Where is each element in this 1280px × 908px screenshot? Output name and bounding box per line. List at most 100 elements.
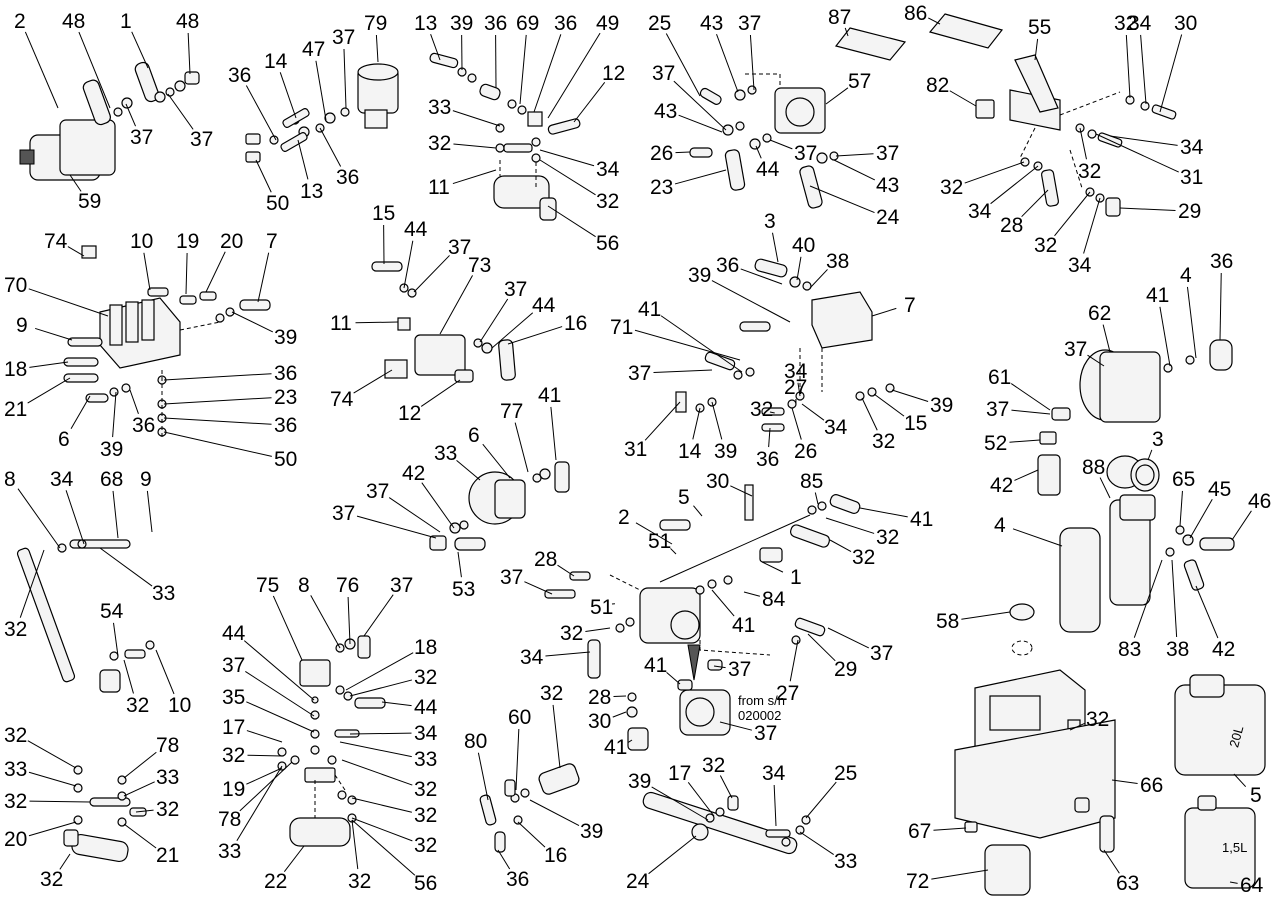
part-number-label: 32	[560, 622, 583, 645]
part-number-label: 20	[220, 230, 243, 253]
part-number-label: 33	[834, 850, 857, 873]
leader-line	[1079, 127, 1087, 160]
part-number-label: 30	[1174, 12, 1197, 35]
leader-line	[1099, 477, 1111, 499]
part-number-label: 37	[366, 480, 389, 503]
part-number-label: 3	[764, 210, 776, 233]
leader-line	[827, 627, 870, 649]
leader-line	[807, 633, 836, 662]
part-number-label: 43	[654, 100, 677, 123]
leader-line	[351, 817, 413, 842]
leader-line	[796, 256, 802, 281]
part-number-label: 41	[538, 384, 561, 407]
part-number-label: 39	[580, 820, 603, 843]
leader-line	[420, 379, 461, 407]
leader-line	[205, 251, 226, 293]
part-number-label: 44	[404, 218, 428, 241]
part-number-label: 13	[414, 12, 437, 35]
part-number-label: 60	[508, 706, 531, 729]
part-number-label: 36	[274, 414, 297, 437]
part-number-label: 33	[4, 758, 27, 781]
part-number-label: 32	[940, 176, 963, 199]
part-number-label: 1	[120, 10, 132, 33]
leader-line	[185, 252, 188, 295]
leader-line	[131, 31, 149, 69]
leader-line	[70, 395, 91, 430]
leader-line	[349, 732, 412, 735]
leader-line	[547, 205, 596, 238]
part-number-label: 36	[228, 64, 251, 87]
part-number-label: 42	[1212, 638, 1235, 661]
part-number-label: 36	[336, 166, 359, 189]
leader-line	[809, 269, 828, 289]
part-number-label: 75	[256, 574, 279, 597]
leader-line	[670, 548, 677, 555]
part-number-label: 32	[414, 804, 437, 827]
leader-line	[297, 139, 309, 180]
part-number-label: 41	[644, 654, 667, 677]
leader-line	[1189, 499, 1213, 539]
part-oil-tank-63	[954, 603, 1116, 896]
part-number-label: 38	[1166, 638, 1189, 661]
part-number-label: 27	[784, 376, 807, 399]
part-number-label: 39	[100, 438, 123, 461]
leader-line	[545, 651, 591, 657]
part-number-label: 16	[544, 844, 567, 867]
part-number-label: 34	[784, 360, 808, 383]
leader-line	[644, 401, 681, 441]
part-number-label: 37	[332, 26, 355, 49]
leader-line	[163, 397, 272, 405]
part-number-label: 37	[332, 502, 355, 525]
leader-line	[612, 711, 627, 718]
leader-line	[356, 515, 437, 539]
part-pedal-55	[834, 13, 1177, 217]
part-number-label: 56	[414, 872, 437, 895]
part-number-label: 12	[602, 62, 625, 85]
leader-line	[479, 298, 509, 343]
part-number-label: 41	[732, 614, 755, 637]
part-number-label: 33	[414, 748, 437, 771]
leader-line	[452, 169, 497, 185]
leader-line	[557, 564, 575, 577]
part-number-label: 47	[302, 38, 325, 61]
leader-line	[113, 622, 119, 657]
leader-line	[1087, 354, 1105, 367]
leader-line	[125, 103, 137, 127]
leader-line	[453, 143, 497, 149]
leader-line	[1012, 528, 1063, 547]
leader-line	[891, 389, 929, 402]
canister-20l: 20L	[1174, 674, 1266, 776]
leader-line	[660, 315, 743, 373]
part-number-label: 34	[520, 646, 544, 669]
part-number-label: 34	[1068, 254, 1092, 277]
part-number-label: 17	[668, 762, 691, 785]
leader-line	[801, 403, 825, 421]
part-number-label: 42	[402, 462, 425, 485]
leader-lines	[17, 17, 1252, 884]
leader-line	[514, 422, 529, 473]
leader-line	[990, 165, 1039, 205]
part-number-label: 36	[132, 414, 155, 437]
leader-line	[59, 853, 71, 870]
leader-line	[28, 771, 77, 787]
leader-line	[539, 159, 596, 196]
part-assembly-56	[429, 52, 581, 221]
part-number-label: 33	[156, 766, 179, 789]
leader-line	[634, 329, 741, 361]
part-number-label: 34	[1180, 136, 1204, 159]
leader-line	[665, 33, 701, 97]
leader-line	[347, 596, 351, 645]
leader-line	[381, 701, 412, 707]
leader-line	[933, 827, 967, 831]
leader-line	[129, 389, 139, 414]
leader-line	[628, 739, 633, 743]
leader-line	[814, 492, 819, 505]
leader-line	[653, 369, 713, 374]
part-number-label: 42	[990, 474, 1013, 497]
part-number-label: 46	[1248, 490, 1271, 513]
leader-line	[791, 407, 802, 440]
part-number-label: 69	[516, 12, 539, 35]
leader-line	[236, 765, 283, 842]
part-number-label: 34	[762, 762, 786, 785]
